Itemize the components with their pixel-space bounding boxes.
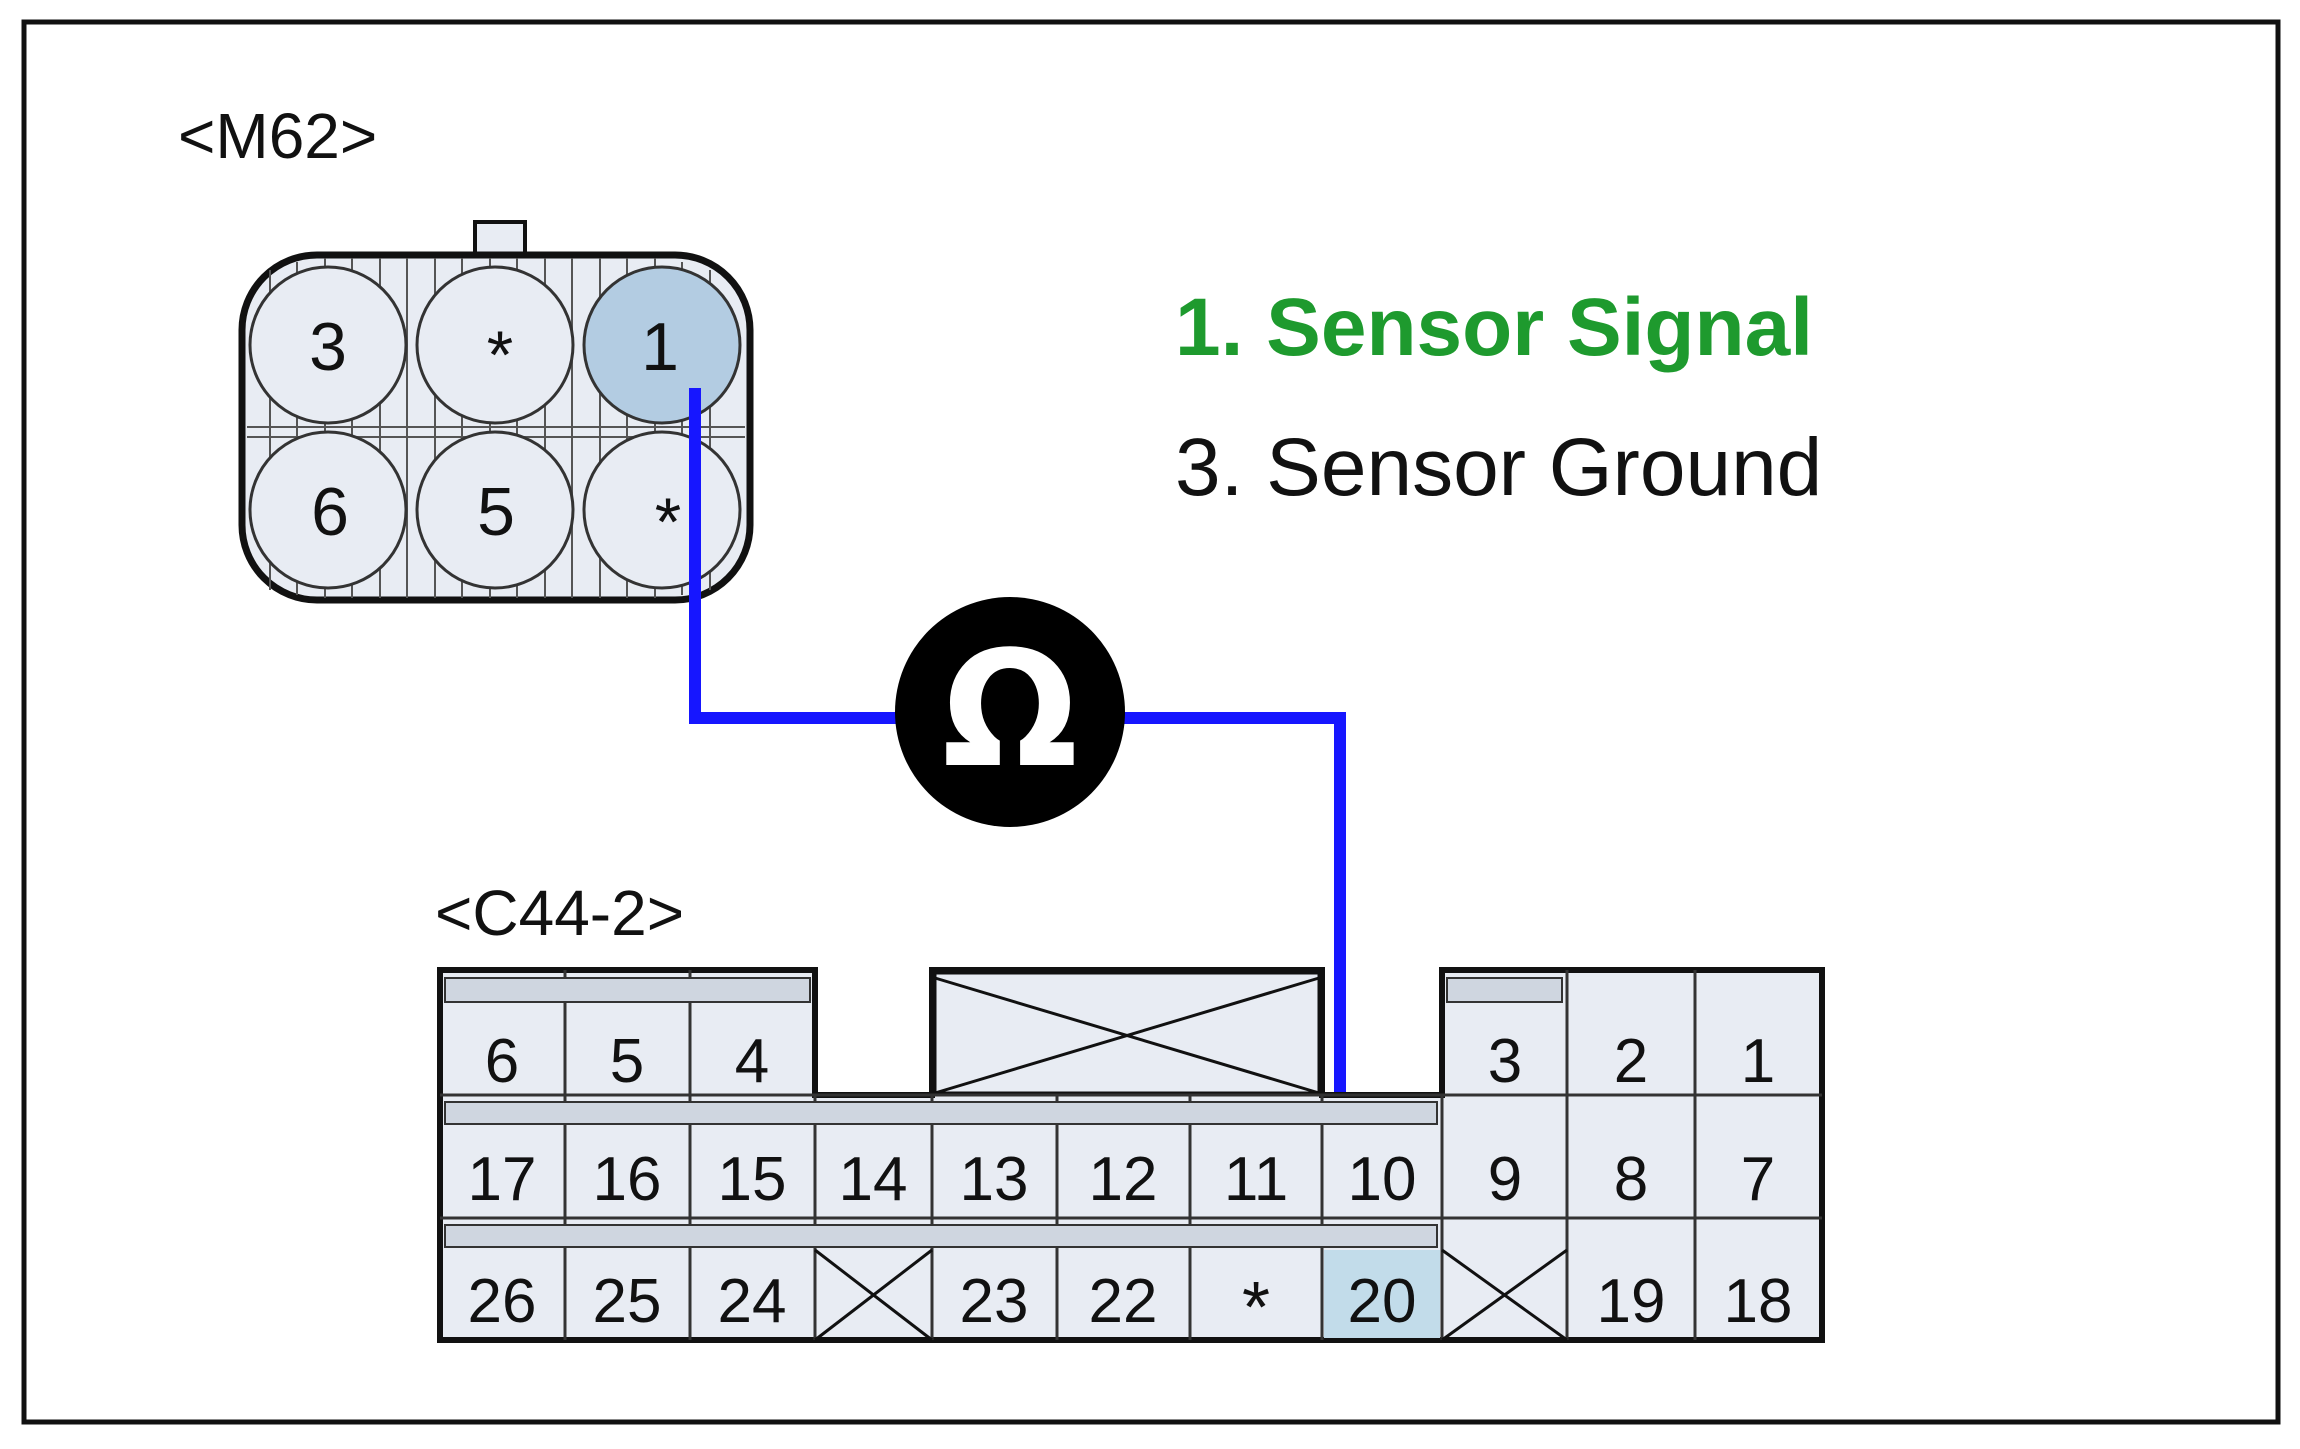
c44-2-pin-label: 14 — [839, 1145, 908, 1214]
c44-2-pin-label: 24 — [718, 1267, 787, 1336]
c44-2-pin-label: * — [1242, 1268, 1270, 1348]
c44-2-pin-label: 20 — [1348, 1267, 1417, 1336]
c44-2-pin-label: 22 — [1089, 1267, 1158, 1336]
legend-ground: 3. Sensor Ground — [1175, 422, 1822, 513]
c44-2-pin-label: 8 — [1614, 1145, 1648, 1214]
c44-2-pin-label: 17 — [468, 1145, 537, 1214]
c44-2-connector: 6 5 4 3 2 1 17 16 15 14 13 12 11 10 9 8 … — [437, 967, 1825, 1348]
c44-2-pin-label: 6 — [485, 1027, 519, 1096]
c44-2-latch-ridges — [444, 977, 1563, 1248]
m62-pin-label: 3 — [309, 309, 347, 385]
c44-2-pin-label: 4 — [735, 1027, 769, 1096]
c44-2-pin-label: 3 — [1488, 1027, 1522, 1096]
c44-2-grid — [440, 970, 1822, 1340]
c44-2-blank-block — [933, 971, 1321, 1095]
c44-2-pin-label: 2 — [1614, 1027, 1648, 1096]
c44-2-pin-label: 13 — [960, 1145, 1029, 1214]
c44-2-pin-label: 11 — [1224, 1145, 1288, 1214]
ohm-icon: Ω — [942, 616, 1078, 803]
c44-2-pin-label: 15 — [718, 1145, 787, 1214]
c44-2-pin-label: 9 — [1488, 1145, 1522, 1214]
c44-2-pin-20-highlight — [1324, 1250, 1440, 1338]
m62-pin-label: 6 — [311, 474, 349, 550]
m62-pin-label: * — [487, 317, 513, 393]
m62-pin-cell-highlighted — [582, 265, 742, 425]
m62-pin-cell — [415, 265, 575, 425]
c44-2-pin-label: 18 — [1724, 1267, 1793, 1336]
c44-2-connector-label: <C44-2> — [435, 877, 684, 949]
m62-pin-label: * — [655, 484, 681, 560]
m62-pin-cell — [248, 265, 408, 425]
ohmmeter-circle — [895, 597, 1125, 827]
m62-pin-cell — [248, 430, 408, 590]
c44-2-pin-label: 19 — [1597, 1267, 1666, 1336]
c44-2-pin-label: 7 — [1741, 1145, 1775, 1214]
legend-signal: 1. Sensor Signal — [1175, 282, 1813, 373]
m62-connector-label: <M62> — [178, 100, 377, 172]
c44-2-pin-label: 1 — [1741, 1027, 1775, 1096]
c44-2-pin-label: 10 — [1348, 1145, 1417, 1214]
m62-pin-label: 1 — [641, 309, 679, 385]
c44-2-pin-label: 5 — [610, 1027, 644, 1096]
ohmmeter: Ω — [895, 597, 1125, 827]
c44-2-blank-cells — [814, 1248, 1568, 1342]
c44-2-pin-label: 12 — [1089, 1145, 1158, 1214]
c44-2-pin-label: 23 — [960, 1267, 1029, 1336]
c44-2-pin-label: 26 — [468, 1267, 537, 1336]
m62-connector: 3 * 1 6 5 * — [238, 220, 754, 604]
c44-2-pin-label: 25 — [593, 1267, 662, 1336]
c44-2-pin-label: 16 — [593, 1145, 662, 1214]
m62-pin-label: 5 — [477, 474, 515, 550]
m62-pin-cell — [415, 430, 575, 590]
